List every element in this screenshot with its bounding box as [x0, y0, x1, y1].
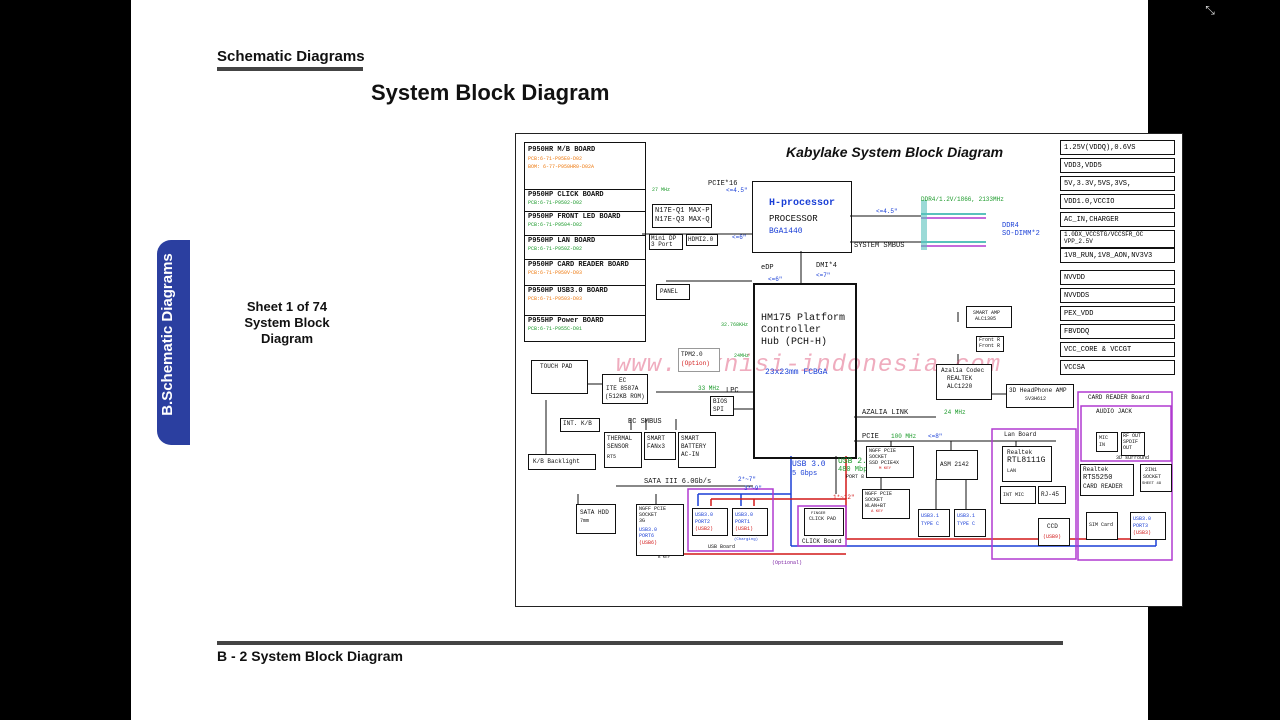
- board-entry: P950HP USB3.0 BOARD PCB:6-71-P9503-D03: [525, 285, 645, 316]
- sheet-line-2: System Block: [244, 315, 330, 330]
- usb-port3-block: USB3.0 PORT3 (USB3): [1130, 512, 1166, 540]
- power-rail: 1.0DX_VCCSTG/VCCSFR_OC VPP_2.5V: [1060, 230, 1175, 248]
- click-pad-block: FINGER CLICK PAD: [804, 508, 844, 536]
- power-rail: NVVDD: [1060, 270, 1175, 285]
- front-speaker-block: Front R Front R: [976, 336, 1004, 352]
- 2in1-socket-block: 2IN1 SOCKET SHEET 49: [1140, 464, 1172, 492]
- power-rail: 1V8_RUN,1V8_AON,NV3V3: [1060, 248, 1175, 263]
- spdif-out-jack: RF OUT SPDIF OUT: [1121, 432, 1145, 456]
- usb31-typec-1-block: USB3.1 TYPE C: [918, 509, 950, 537]
- usb31-typec-2-block: USB3.1 TYPE C: [954, 509, 986, 537]
- asm2142-block: ASM 2142: [936, 450, 978, 480]
- section-side-tab[interactable]: [157, 240, 190, 445]
- ssd-socket-block: NGFF PCIE SOCKET SSD PCIE4X M KEY: [866, 446, 914, 478]
- azalia-codec-block: Azalia Codec REALTEK ALC1220: [936, 364, 992, 400]
- board-entry: P950HP FRONT LED BOARD PCB:6-71-P9504-D0…: [525, 211, 645, 236]
- usb-port2-block: USB3.0 PORT2 (USB2): [692, 508, 728, 536]
- sheet-line-1: Sheet 1 of 74: [246, 299, 328, 314]
- board-entry: P950HP LAN BOARD PCB:6-71-P950Z-D02: [525, 235, 645, 260]
- int-mic-block: INT MIC: [1000, 486, 1036, 504]
- power-rail: PEX_VDD: [1060, 306, 1175, 321]
- smart-amp-block: SMART AMP ALC1305: [966, 306, 1012, 328]
- power-rail: VCC_CORE & VCCGT: [1060, 342, 1175, 357]
- footer-text: B - 2 System Block Diagram: [217, 648, 403, 664]
- sheet-line-3: Diagram: [260, 331, 314, 346]
- h-processor-block: H-processor PROCESSOR BGA1440: [752, 181, 852, 253]
- section-title: Schematic Diagrams: [217, 48, 365, 65]
- power-rail: FBVDDQ: [1060, 324, 1175, 339]
- side-tab-label: B.Schematic Diagrams: [159, 253, 176, 416]
- sata-hdd-block: SATA HDD 7mm: [576, 504, 616, 534]
- tpm-block: TPM2.0 (Option): [678, 348, 720, 372]
- footer-rule: [217, 641, 1063, 645]
- wlan-socket-block: NGFF PCIE SOCKET WLAN+BT A KEY: [862, 489, 910, 519]
- kb-backlight-block: K/B Backlight: [528, 454, 596, 470]
- pch-block: HM175 Platform Controller Hub (PCH-H) 23…: [753, 283, 857, 459]
- mic-in-jack: MIC IN: [1096, 432, 1118, 452]
- power-rail: VDD1.0,VCCIO: [1060, 194, 1175, 209]
- touchpad-block: TOUCH PAD: [531, 360, 588, 394]
- board-list: P950HR M/B BOARD PCB:6-71-P95E0-D02 BOM:…: [524, 142, 646, 342]
- mini-dp-block: Mini DP 3 Port: [649, 234, 683, 250]
- power-rail: AC_IN,CHARGER: [1060, 212, 1175, 227]
- pdf-page: Schematic Diagrams System Block Diagram …: [131, 0, 1183, 720]
- diagram-title: Kabylake System Block Diagram: [786, 144, 1004, 160]
- rj45-block: RJ-45: [1038, 486, 1066, 504]
- bios-block: BIOS SPI: [710, 396, 734, 416]
- ccd-block: CCD (USB9): [1038, 518, 1070, 546]
- board-entry: P950HR M/B BOARD PCB:6-71-P95E0-D02 BOM:…: [525, 143, 645, 190]
- power-rail: NVVDDS: [1060, 288, 1175, 303]
- ec-block: EC ITE 8587A (512KB ROM): [602, 374, 648, 404]
- header-rule: [217, 67, 363, 71]
- lan-chip-block: Realtek RTL8111G LAN: [1002, 446, 1052, 482]
- power-rail: VCCSA: [1060, 360, 1175, 375]
- smart-fan-block: SMART FANx3: [644, 432, 676, 460]
- headphone-amp-block: 3D HeadPhone AMP SV3H612: [1006, 384, 1074, 408]
- thermal-sensor-block: THERMAL SENSOR RT5: [604, 432, 642, 468]
- usb-port1-block: USB3.0 PORT1 (USB1): [732, 508, 768, 536]
- sim-card-block: SIM Card: [1086, 512, 1118, 540]
- panel-block: PANEL: [656, 284, 690, 300]
- int-kb-block: INT. K/B: [560, 418, 600, 432]
- smart-battery-block: SMART BATTERY AC-IN: [678, 432, 716, 468]
- hdmi-block: HDMI2.0: [686, 234, 718, 246]
- board-entry: P955HP Power BOARD PCB:6-71-P955C-D01: [528, 317, 604, 332]
- gpu-block: N17E-Q1 MAX-P N17E-Q3 MAX-Q: [652, 204, 712, 228]
- page-title: System Block Diagram: [371, 80, 610, 105]
- fullscreen-exit-icon[interactable]: ⤡: [1205, 3, 1215, 17]
- power-rail: 1.25V(VDDQ),0.6VS: [1060, 140, 1175, 155]
- sheet-label: Sheet 1 of 74 System Block Diagram: [227, 299, 347, 347]
- block-diagram: Kabylake System Block Diagram www.teknis…: [515, 133, 1183, 607]
- power-rail: VDD3,VDD5: [1060, 158, 1175, 173]
- power-rail: 5V,3.3V,5VS,3VS,: [1060, 176, 1175, 191]
- board-entry: P950HP CARD READER BOARD PCB:6-71-P950V-…: [525, 259, 645, 286]
- card-reader-chip-block: Realtek RTS5250 CARD READER: [1080, 464, 1134, 496]
- board-entry: P950HP CLICK BOARD PCB:6-71-P9502-D02: [525, 189, 645, 212]
- 3g-socket-block: NGFF PCIE SOCKET 3G USB3.0 PORT6 (USB6): [636, 504, 684, 556]
